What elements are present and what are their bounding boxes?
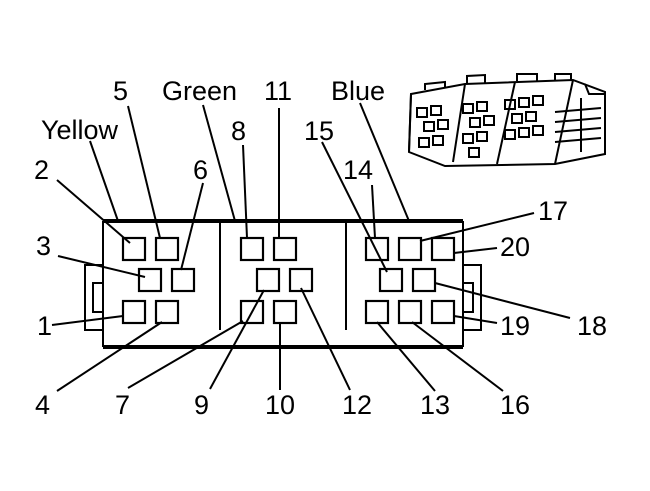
- pin-1-terminal: [121, 299, 147, 325]
- pin-17-terminal: [397, 236, 423, 262]
- pin-18-terminal: [411, 267, 437, 293]
- pin-8-terminal: [239, 236, 265, 262]
- pin-label-14: 14: [343, 155, 373, 185]
- pin-10-terminal: [272, 299, 298, 325]
- pin-6-terminal: [170, 267, 196, 293]
- pin-label-9: 9: [194, 390, 209, 420]
- pin-19-terminal: [430, 299, 456, 325]
- pin-squares: [121, 236, 456, 325]
- group-label-yellow: Yellow: [41, 115, 119, 145]
- pin-label-19: 19: [500, 311, 530, 341]
- pin-11-terminal: [272, 236, 298, 262]
- pin-label-4: 4: [35, 390, 50, 420]
- group-label-green: Green: [162, 76, 237, 106]
- pin-label-8: 8: [231, 116, 246, 146]
- connector-housing-icon: [407, 73, 606, 168]
- pin-label-1: 1: [37, 311, 52, 341]
- pin-label-17: 17: [538, 196, 568, 226]
- pin-13-terminal: [364, 299, 390, 325]
- pin-15-terminal: [378, 267, 404, 293]
- pin-label-13: 13: [420, 390, 450, 420]
- pin-2-terminal: [121, 236, 147, 262]
- pin-5-terminal: [154, 236, 180, 262]
- pin-label-5: 5: [113, 76, 128, 106]
- pin-label-10: 10: [265, 390, 295, 420]
- pin-label-18: 18: [577, 311, 607, 341]
- pin-label-6: 6: [193, 155, 208, 185]
- group-label-blue: Blue: [331, 76, 385, 106]
- pin-label-11: 11: [264, 76, 292, 106]
- pin-16-terminal: [397, 299, 423, 325]
- pin-label-16: 16: [500, 390, 530, 420]
- pin-label-12: 12: [342, 390, 372, 420]
- pin-label-20: 20: [500, 232, 530, 262]
- pin-9-terminal: [255, 267, 281, 293]
- pin-20-terminal: [430, 236, 456, 262]
- pin-label-2: 2: [34, 155, 49, 185]
- pin-14-terminal: [364, 236, 390, 262]
- pin-label-15: 15: [304, 116, 334, 146]
- pin-label-3: 3: [36, 231, 51, 261]
- connector-face: [84, 219, 482, 349]
- pin-3-terminal: [137, 267, 163, 293]
- pin-12-terminal: [288, 267, 314, 293]
- pin-4-terminal: [154, 299, 180, 325]
- pin-label-7: 7: [115, 390, 130, 420]
- leader-lines: [51, 102, 571, 392]
